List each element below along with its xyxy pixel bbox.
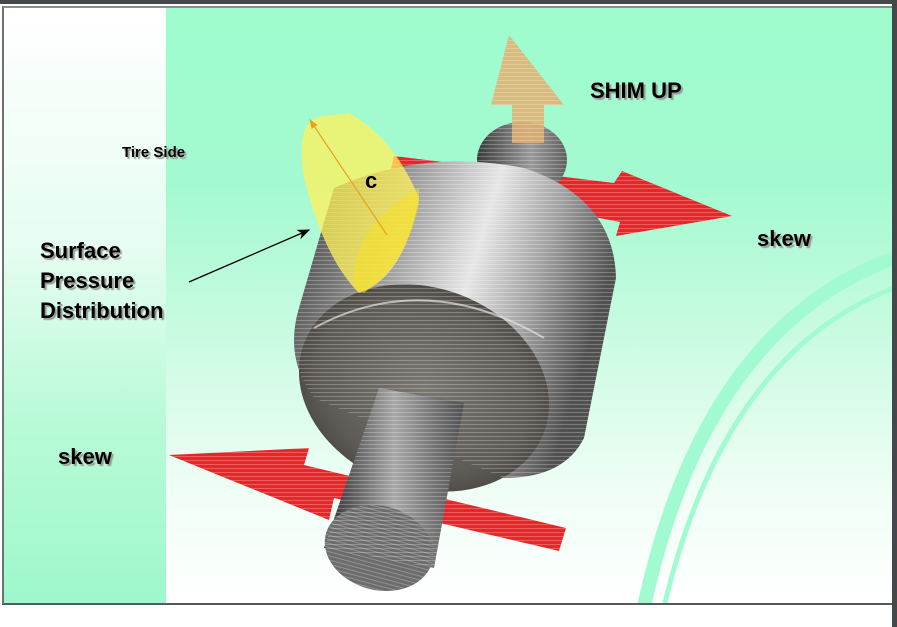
pressure-distribution-shape bbox=[301, 113, 419, 293]
surface-pressure-line: Surface bbox=[40, 238, 121, 263]
pointer-arrow-icon bbox=[188, 229, 311, 283]
presentation-slide: Tire Side SHIM UP skew skew c Surface Pr… bbox=[2, 6, 892, 605]
decorative-arcs bbox=[637, 251, 892, 603]
tire-side-label: Tire Side bbox=[122, 144, 186, 161]
surface-pressure-line: Pressure bbox=[40, 268, 135, 293]
roller-diagram bbox=[169, 35, 892, 603]
window-right-scrollbar[interactable] bbox=[892, 0, 897, 627]
shim-up-label: SHIM UP bbox=[590, 78, 682, 103]
skew-right-label: skew bbox=[757, 226, 811, 251]
surface-pressure-line: Distribution bbox=[40, 298, 164, 323]
contact-label: c bbox=[365, 168, 378, 193]
left-panel-background bbox=[4, 8, 166, 603]
window-top-bar bbox=[0, 0, 897, 4]
roller-shaft-front bbox=[324, 388, 464, 591]
shim-up-arrow bbox=[491, 35, 564, 143]
skew-left-label: skew bbox=[58, 444, 112, 469]
surface-pressure-label: Surface Pressure Distribution bbox=[40, 236, 163, 326]
